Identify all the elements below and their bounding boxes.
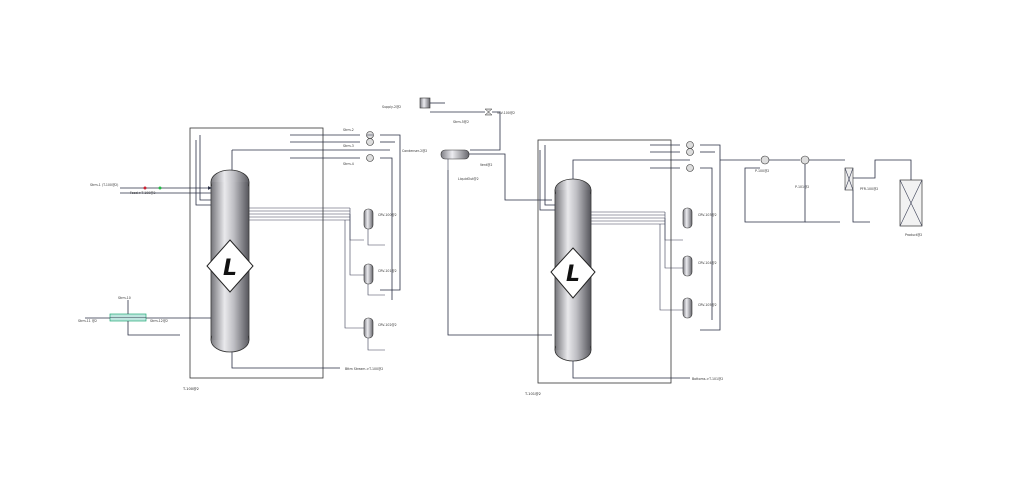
col2-side-drum-3[interactable] [659,224,693,319]
pump-1[interactable] [760,155,770,165]
supply-label: Supply-2@2 [382,105,401,109]
reactor-pfr[interactable] [899,179,923,227]
side-tag-3: CRV-102@2 [378,323,397,327]
col1-side-drum-3[interactable] [344,220,374,339]
reactor-label: PFR-100@2 [860,187,878,191]
top-valve-label: VLV-100@2 [497,111,515,115]
supply-tank[interactable] [419,97,431,109]
pump-2-label: P-101@2 [795,185,809,189]
small-vessel-right[interactable] [844,167,854,191]
column-1-frame [189,127,324,379]
pump-2[interactable] [800,155,810,165]
pump-1-label: P-100@2 [755,169,769,173]
column-2-letter: L [566,262,580,287]
col2-bottom-label: Bottoms->T-101@2 [692,377,723,381]
feed-left-label-2: Feed->T-100@2 [130,191,156,195]
column-1-vessel[interactable]: L [206,169,254,353]
feed-left-label: Strm-1 (T-100@2) [90,183,118,187]
top-valve[interactable] [484,108,493,116]
col1-top-stream-b: Strm-3 [343,144,354,148]
column-1-letter: L [223,256,237,281]
side-tag-6: CRV-105@2 [698,303,717,307]
column-2-label: T-101@2 [524,392,541,396]
hx-right-label: Strm-12@2 [150,319,168,323]
side-tag-1: CRV-100@2 [378,213,397,217]
column-2-frame [537,139,672,384]
col2-exchanger-2[interactable] [686,148,694,156]
column-1-label: T-100@2 [182,387,199,391]
column-1-logic-diamond [206,239,254,293]
condenser-out-label: LiquidOut@2 [458,177,479,181]
col2-exchanger-1[interactable] [686,141,694,149]
col2-exchanger-3[interactable] [686,164,694,172]
col1-side-drum-2[interactable] [349,214,374,285]
condenser-vent-label: Vent@2 [480,163,492,167]
column-1-section: L T-100@2 Strm-1 (T-100@2) Feed->T-100@2 [78,127,401,391]
hx-left-label: Strm-11 @2 [78,319,97,323]
col1-top-stream-a: Strm-2 [343,128,354,132]
condenser-label: Condenser-2@2 [402,149,427,153]
hx-top-label: Strm-10 [118,296,131,300]
column-2-logic-diamond [550,247,596,299]
lower-left-heat-exchanger[interactable] [109,313,147,322]
col1-exchanger-1[interactable] [366,131,374,139]
column-2-section: L T-101@2 CRV-103@2 [524,139,723,396]
top-valve-stream: Strm-5@2 [453,120,469,124]
col2-side-drum-1[interactable] [664,207,693,241]
col1-side-drum-1[interactable] [349,208,374,241]
col2-side-drum-2[interactable] [664,218,693,277]
middle-section: Supply-2@2 VLV-100@2 Strm-5@2 Condenser-… [382,97,552,336]
col1-exchanger-2[interactable] [366,138,374,146]
side-tag-2: CRV-101@2 [378,269,397,273]
product-section: P-100@2 P-101@2 PFR-100@2 Product@2 [720,155,923,237]
side-tag-5: CRV-104@2 [698,261,717,265]
side-tag-4: CRV-103@2 [698,213,717,217]
col1-bottom-label: Bttm Stream->T-100@2 [345,367,383,371]
column-2-vessel[interactable]: L [550,178,596,362]
col1-exchanger-3[interactable] [366,154,374,162]
condenser-drum[interactable] [440,149,470,170]
product-label: Product@2 [905,233,922,237]
col1-top-stream-c: Strm-4 [343,162,354,166]
